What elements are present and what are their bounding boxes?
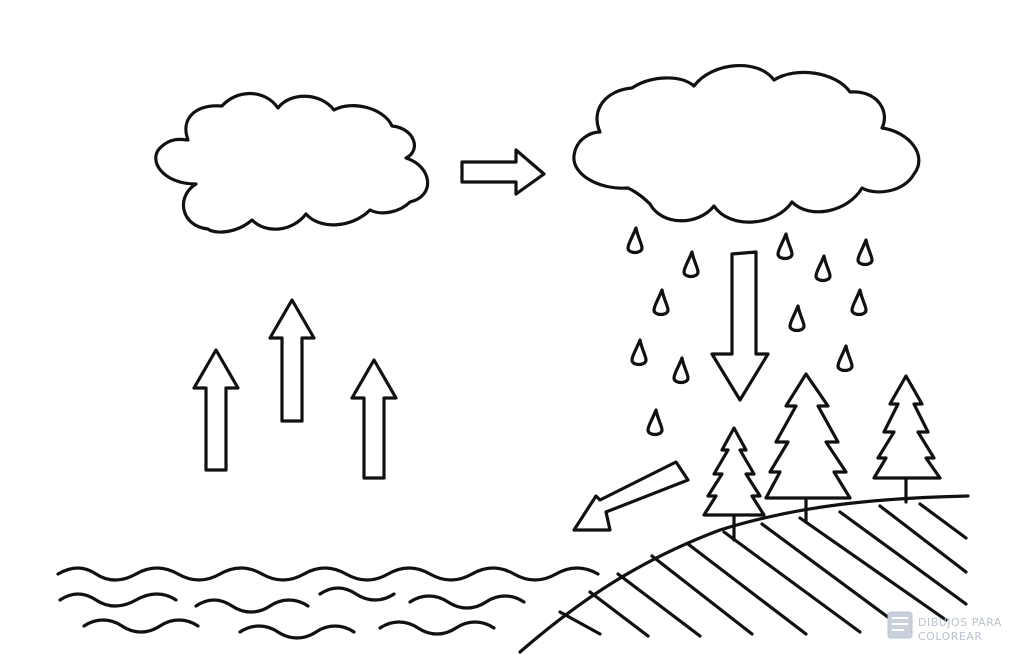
up-arrow-icon	[192, 348, 240, 472]
left-cloud	[154, 92, 430, 234]
raindrop-icon	[788, 304, 806, 333]
raindrop-icon	[626, 226, 644, 255]
pine-tree-icon	[764, 372, 852, 524]
water-waves	[56, 566, 600, 640]
watermark-logo-icon	[887, 611, 913, 639]
watermark-line-2: COLOREAR	[918, 630, 983, 643]
raindrop-icon	[652, 288, 670, 317]
raindrop-icon	[814, 254, 832, 283]
raindrop-icon	[856, 238, 874, 267]
down-arrow-icon	[710, 250, 770, 402]
raindrop-icon	[776, 232, 794, 261]
raindrop-icon	[672, 356, 690, 385]
raindrop-icon	[836, 344, 854, 373]
watermark-line-1: DIBUJOS PARA	[918, 616, 1002, 629]
watermark: DIBUJOS PARA COLOREAR	[887, 611, 1002, 643]
hill-hatching	[558, 502, 968, 638]
pine-tree-icon	[872, 374, 942, 504]
up-arrow-icon	[268, 298, 316, 423]
pine-tree-icon	[702, 426, 766, 542]
raindrop-icon	[630, 338, 648, 367]
raindrop-icon	[850, 288, 868, 317]
up-arrow-icon	[350, 358, 398, 480]
raindrop-icon	[646, 408, 664, 437]
raindrops	[626, 226, 874, 437]
diagonal-arrow-icon	[572, 460, 690, 532]
raindrop-icon	[682, 250, 700, 279]
right-arrow-icon	[460, 148, 546, 196]
right-cloud	[572, 63, 921, 224]
hill	[518, 494, 970, 654]
